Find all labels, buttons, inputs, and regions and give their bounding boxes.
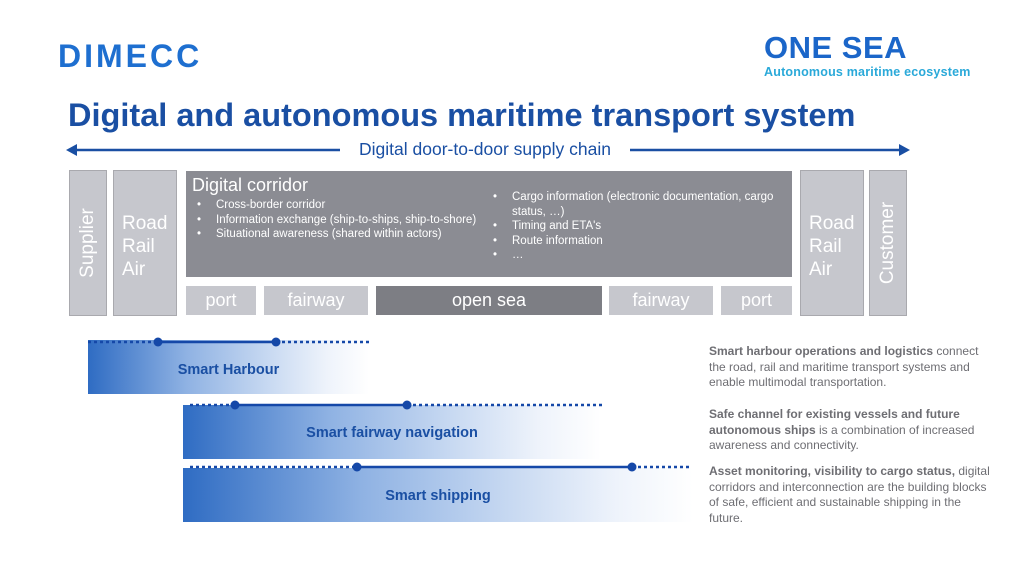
page-title: Digital and autonomous maritime transpor… <box>68 97 856 133</box>
smart-fairway-description: Safe channel for existing vessels and fu… <box>709 407 994 454</box>
corridor-right-list: Cargo information (electronic documentat… <box>488 190 788 263</box>
left-transport-modes: Road Rail Air <box>122 212 167 281</box>
list-item: Information exchange (ship-to-ships, shi… <box>192 213 482 228</box>
list-item: … <box>488 248 788 263</box>
dimecc-logo-text: DIMECC <box>58 38 203 74</box>
list-item: Timing and ETA's <box>488 219 788 234</box>
segment-open-sea: open sea <box>376 286 602 315</box>
mode-air: Air <box>122 259 146 280</box>
segment-port-left: port <box>186 286 256 315</box>
supplier-box: Supplier <box>69 170 107 316</box>
smart-fairway-line <box>190 400 602 410</box>
onesea-logo: ONE SEA Autonomous maritime ecosystem <box>764 32 971 79</box>
supplier-label: Supplier <box>77 208 98 278</box>
smart-harbour-description: Smart harbour operations and logistics c… <box>709 344 994 391</box>
customer-label: Customer <box>877 201 898 285</box>
smart-harbour-label: Smart Harbour <box>177 362 280 378</box>
smart-fairway-label: Smart fairway navigation <box>306 425 478 441</box>
customer-box: Customer <box>869 170 907 316</box>
list-item: Route information <box>488 234 788 249</box>
list-item: Cross-border corridor <box>192 198 482 213</box>
list-item: Situational awareness (shared within act… <box>192 227 482 242</box>
description-text: digital corridors and interconnection ar… <box>709 464 990 525</box>
smart-shipping-label: Smart shipping <box>385 488 491 504</box>
description-bold: Asset monitoring, visibility to cargo st… <box>709 464 956 478</box>
segment-fairway-right: fairway <box>609 286 713 315</box>
digital-corridor-box: Digital corridor Cross-border corridor I… <box>186 171 792 277</box>
right-transport-modes-box: Road Rail Air <box>800 170 864 316</box>
smart-shipping-line <box>190 462 692 472</box>
description-bold: Smart harbour operations and logistics <box>709 344 934 358</box>
list-item: Cargo information (electronic documentat… <box>488 190 788 219</box>
right-transport-modes: Road Rail Air <box>809 212 854 281</box>
description-text: is a combination of increased awareness … <box>709 422 975 453</box>
mode-rail: Rail <box>122 236 155 257</box>
description-text: connect the road, rail and maritime tran… <box>709 344 979 389</box>
corridor-left-list: Cross-border corridor Information exchan… <box>192 198 482 242</box>
mode-rail: Rail <box>809 236 842 257</box>
supply-chain-label: Digital door-to-door supply chain <box>340 139 630 160</box>
digital-corridor-title: Digital corridor <box>192 175 309 195</box>
smart-harbour-band: Smart Harbour <box>88 340 369 394</box>
onesea-logo-word: ONE SEA <box>764 30 908 65</box>
dimecc-logo: DIMECC <box>58 38 202 75</box>
smart-harbour-line <box>88 337 370 347</box>
description-bold: Safe channel for existing vessels and fu… <box>709 407 960 437</box>
smart-shipping-description: Asset monitoring, visibility to cargo st… <box>709 464 994 526</box>
mode-road: Road <box>122 213 168 234</box>
segment-fairway-left: fairway <box>264 286 368 315</box>
onesea-logo-subtitle: Autonomous maritime ecosystem <box>764 65 971 79</box>
smart-fairway-band: Smart fairway navigation <box>183 405 601 459</box>
mode-road: Road <box>809 213 855 234</box>
mode-air: Air <box>809 259 833 280</box>
left-transport-modes-box: Road Rail Air <box>113 170 177 316</box>
smart-shipping-band: Smart shipping <box>183 468 693 522</box>
segment-port-right: port <box>721 286 792 315</box>
